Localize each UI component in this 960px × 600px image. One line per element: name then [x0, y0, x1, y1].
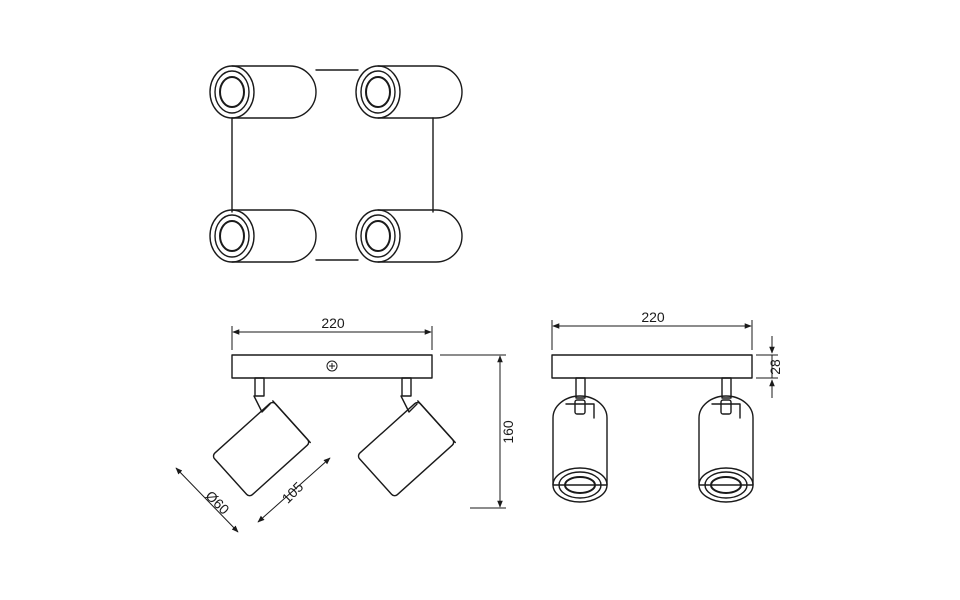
top-view [209, 65, 463, 263]
dim-height: 160 [500, 420, 516, 444]
side-plate [551, 354, 753, 379]
tilted-spot [357, 400, 456, 497]
dim-front-width: 220 [321, 315, 345, 331]
side-spot [552, 395, 608, 503]
side-view: 220 28 [551, 309, 783, 503]
top-view-spot [209, 65, 317, 119]
dim-line-length [257, 457, 331, 523]
mounting-plate [231, 354, 433, 379]
screw-icon [326, 360, 338, 372]
side-spot [698, 395, 754, 503]
front-view: 220 160 Ø60 105 [175, 315, 516, 533]
top-view-spot [355, 209, 463, 263]
top-view-spot [355, 65, 463, 119]
dim-line-diameter [175, 467, 239, 533]
dim-diameter: Ø60 [203, 487, 233, 517]
dim-side-width: 220 [641, 309, 665, 325]
top-view-spot [209, 209, 317, 263]
dim-plate-height: 28 [767, 359, 783, 375]
